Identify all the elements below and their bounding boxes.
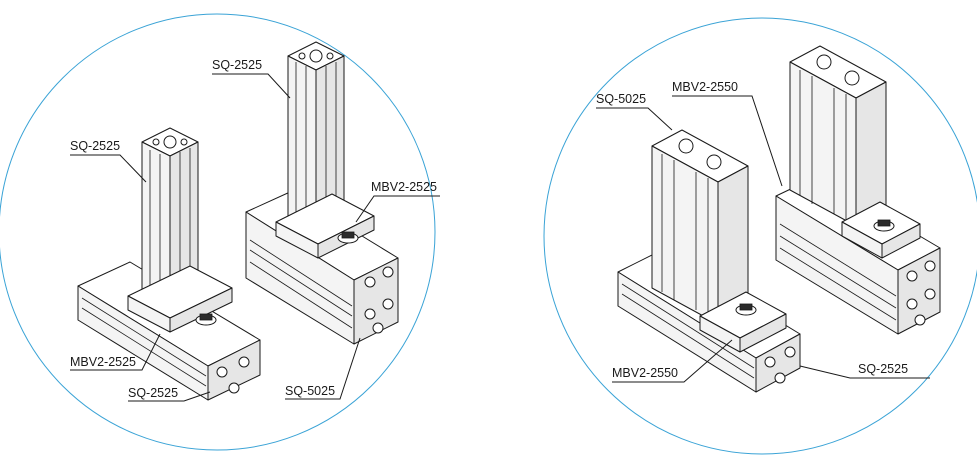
right-leaders	[596, 95, 930, 383]
right-view-right-post	[789, 45, 887, 227]
label-right-base: SQ-5025	[285, 384, 335, 398]
label-right-bracket: MBV2-2525	[371, 180, 437, 194]
label-left-bracket: MBV2-2525	[70, 355, 136, 369]
right-view-bottom-bracket	[699, 291, 787, 353]
label-right-view-bottom-bracket: MBV2-2550	[612, 366, 678, 380]
label-right-post: SQ-2525	[212, 58, 262, 72]
label-right-view-post: SQ-5025	[596, 92, 646, 106]
label-right-view-top-bracket: MBV2-2550	[672, 80, 738, 94]
label-left-base: SQ-2525	[128, 386, 178, 400]
left-detail-view: SQ-2525 SQ-2525 MBV2-2525 MBV2-2525 SQ-2…	[0, 13, 440, 451]
right-bracket	[275, 193, 375, 259]
right-vertical-post	[287, 41, 345, 233]
label-right-view-base: SQ-2525	[858, 362, 908, 376]
left-bracket	[127, 265, 233, 333]
left-detail-circle	[0, 13, 436, 451]
right-detail-circle	[543, 17, 977, 455]
right-detail-view: SQ-5025 MBV2-2550 MBV2-2550 SQ-2525	[543, 17, 977, 455]
left-leaders	[70, 73, 440, 402]
right-view-left-post	[651, 129, 749, 325]
right-view-top-bracket	[841, 201, 921, 259]
label-left-post: SQ-2525	[70, 139, 120, 153]
